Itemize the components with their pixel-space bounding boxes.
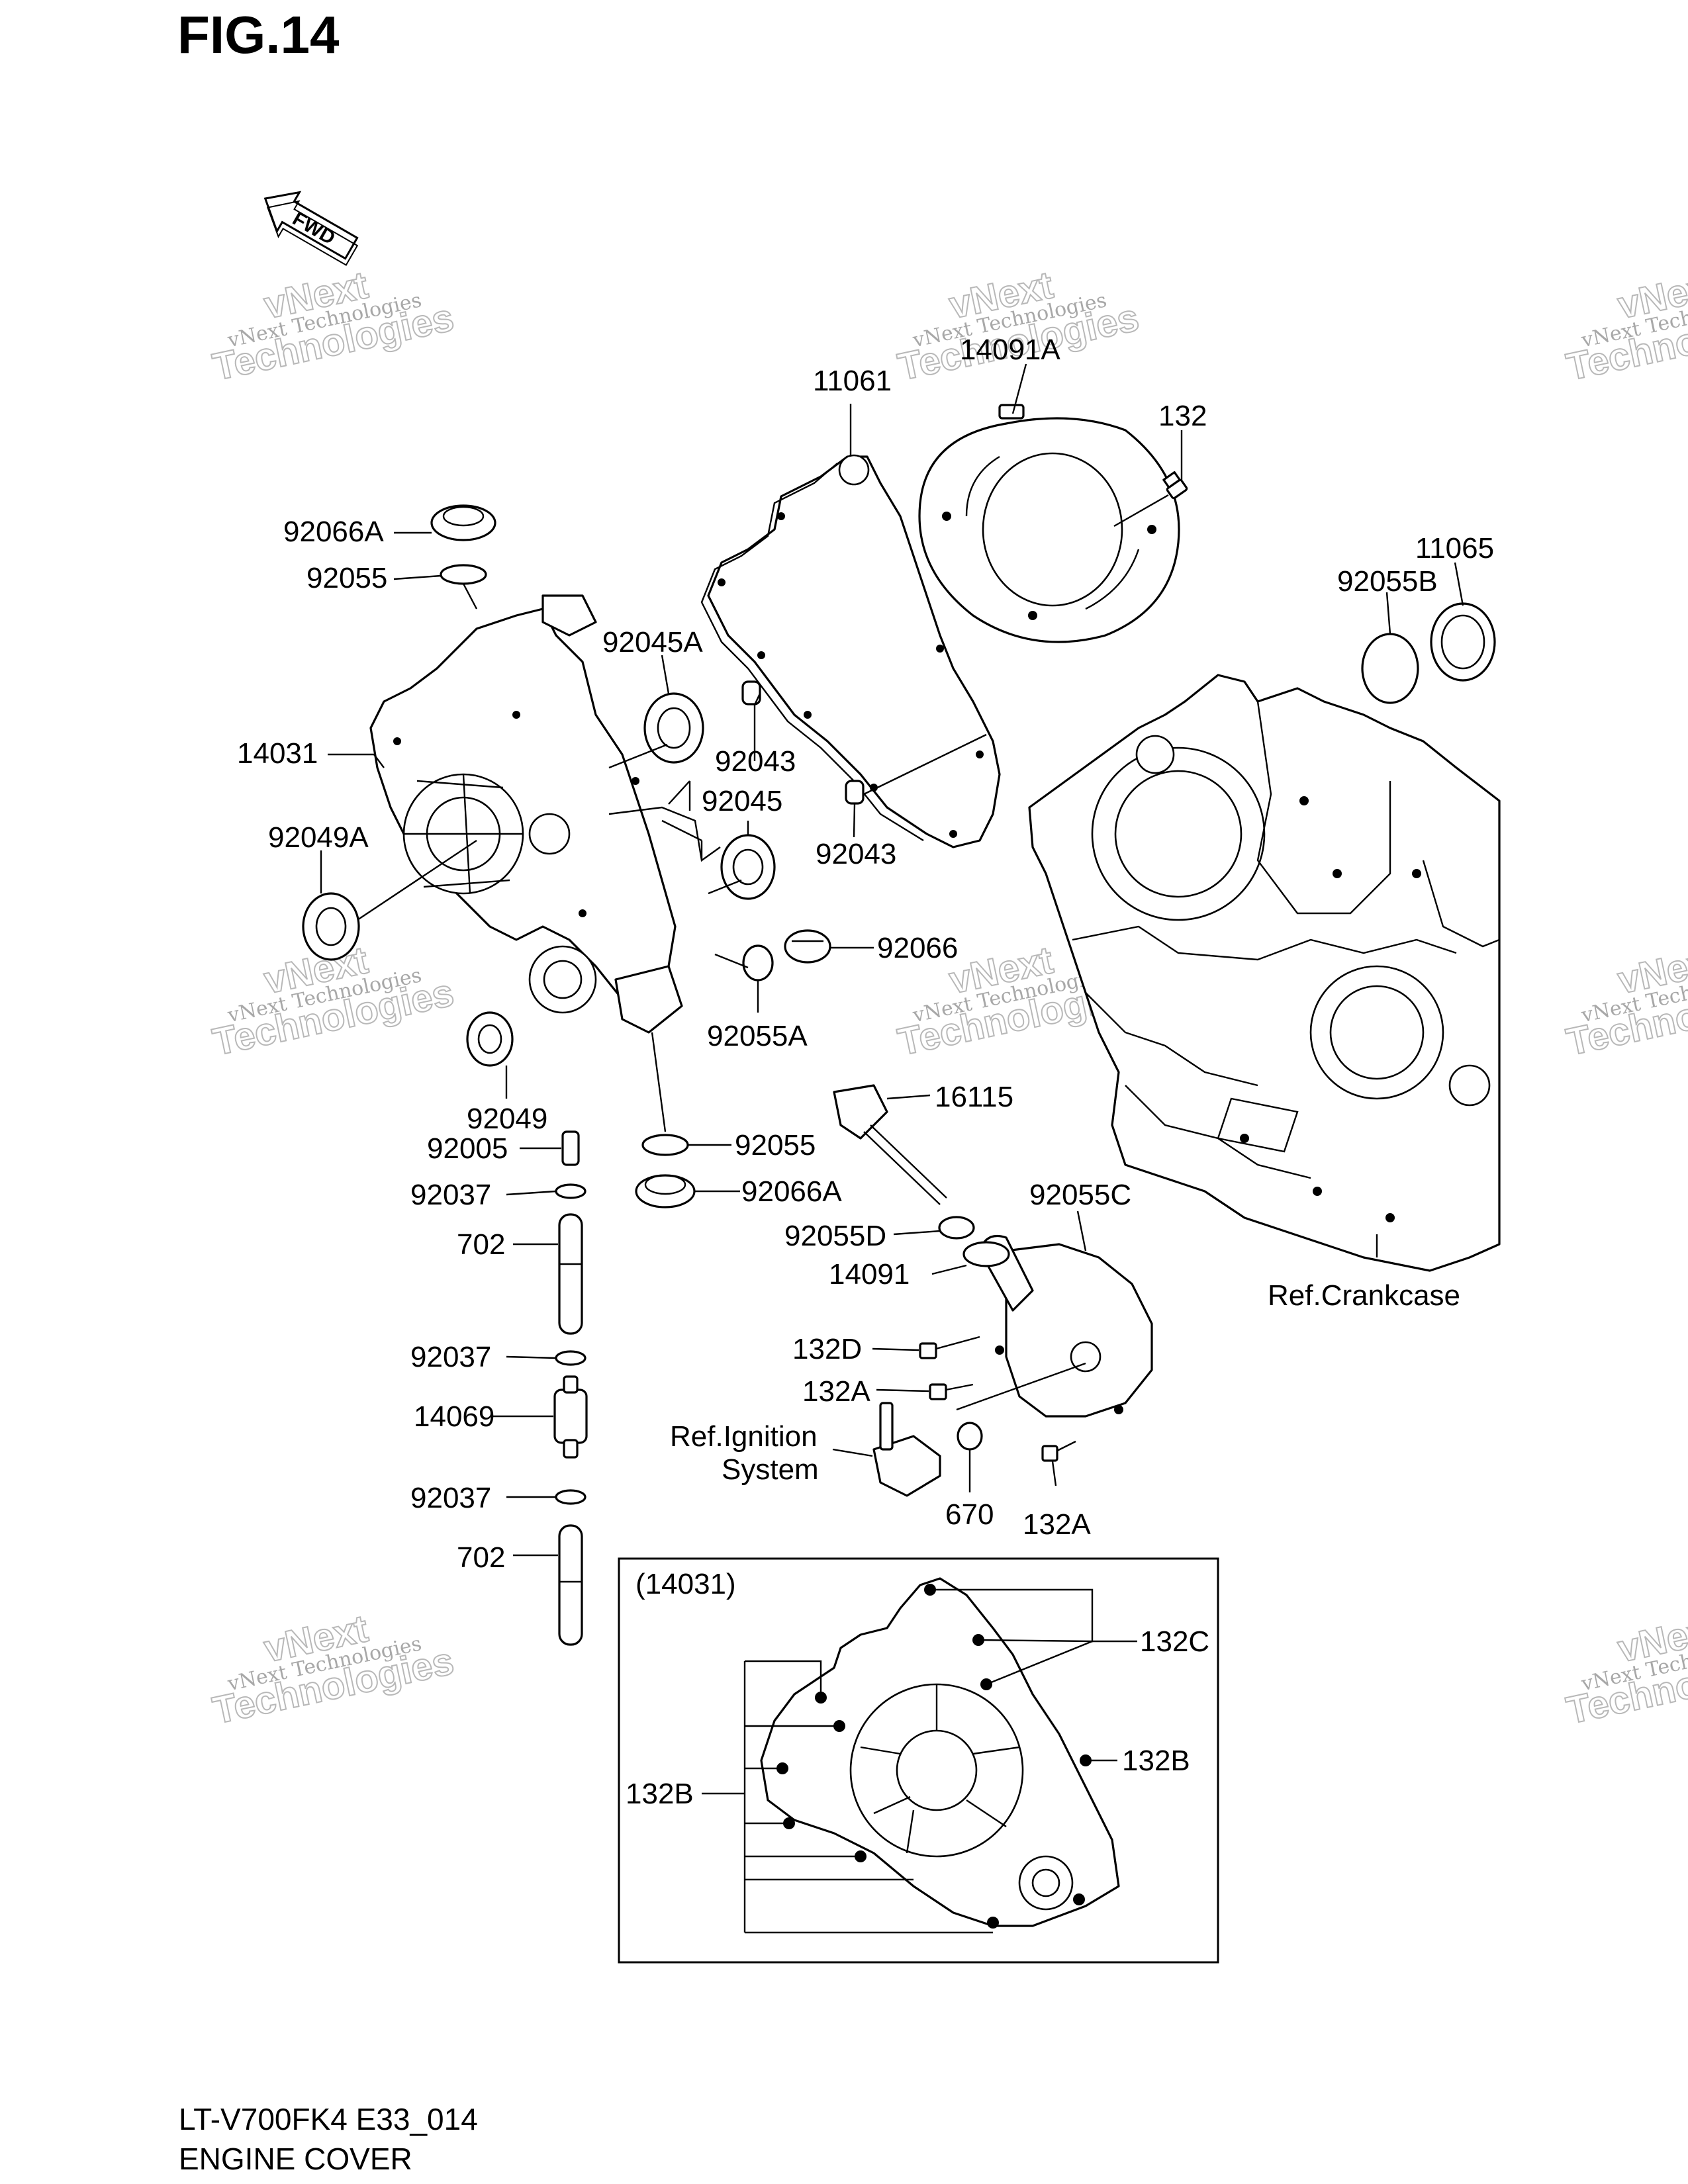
label-ref-crankcase: Ref.Crankcase: [1268, 1279, 1460, 1312]
label-132B-right: 132B: [1122, 1745, 1190, 1777]
label-132A-a: 132A: [802, 1375, 870, 1408]
label-14091: 14091: [829, 1258, 910, 1291]
crankcase-drawing: [1028, 674, 1501, 1272]
bolt-132A-b: [1041, 1440, 1076, 1462]
label-670: 670: [945, 1498, 994, 1531]
plug-92066: [784, 929, 831, 964]
o-ring-92055-top: [440, 564, 487, 585]
label-92049A: 92049A: [268, 821, 369, 854]
label-92066A-top: 92066A: [283, 516, 384, 548]
pipe-92005: [561, 1130, 580, 1166]
label-92055-top: 92055: [306, 562, 387, 594]
label-132D: 132D: [792, 1333, 862, 1365]
plug-92066A-top: [430, 504, 496, 541]
hose-702-b: [558, 1524, 583, 1646]
label-92049: 92049: [467, 1103, 547, 1135]
filter-14069: [553, 1375, 588, 1459]
bearing-92045A: [643, 692, 704, 764]
label-132C: 132C: [1140, 1625, 1209, 1658]
label-132B-left: 132B: [626, 1778, 694, 1810]
label-92043-a: 92043: [715, 745, 796, 778]
label-92043-b: 92043: [816, 838, 896, 870]
seal-92049A: [302, 892, 360, 961]
o-ring-92055A: [742, 944, 774, 981]
clamp-92037-c: [555, 1489, 586, 1505]
label-ref-ignition-line2: System: [722, 1453, 819, 1486]
label-92055B: 92055B: [1337, 565, 1438, 598]
footer-model: LT-V700FK4 E33_014: [179, 2102, 478, 2136]
label-14031: 14031: [237, 737, 318, 770]
label-132: 132: [1158, 400, 1207, 432]
label-92037-a: 92037: [410, 1179, 491, 1211]
label-14069: 14069: [414, 1400, 494, 1433]
o-ring-92055-mid: [641, 1134, 689, 1156]
label-702-a: 702: [457, 1228, 505, 1261]
label-92055A: 92055A: [707, 1020, 808, 1052]
label-14091A: 14091A: [960, 334, 1060, 366]
label-11065: 11065: [1415, 532, 1494, 565]
label-11061: 11061: [813, 365, 892, 397]
o-ring-670: [957, 1422, 983, 1451]
plug-92066A-mid: [635, 1174, 696, 1208]
inset-leader-lines: [702, 1588, 1137, 1934]
label-92045: 92045: [702, 785, 782, 817]
cover-right: [995, 1243, 1153, 1418]
label-92066: 92066: [877, 932, 958, 964]
label-92066A-mid: 92066A: [741, 1175, 842, 1208]
footer-name: ENGINE COVER: [179, 2142, 412, 2176]
label-92037-b: 92037: [410, 1341, 491, 1373]
label-92055D: 92055D: [784, 1220, 886, 1252]
dipstick-16115: [833, 1084, 947, 1205]
gasket-11061: [700, 454, 1001, 848]
bolt-132: [1162, 471, 1188, 500]
label-702-b: 702: [457, 1541, 505, 1574]
fwd-arrow-icon: FWD: [263, 191, 359, 266]
dowel-pin-92043-a: [741, 680, 761, 705]
figure-title: FIG.14: [177, 5, 340, 64]
label-92055C: 92055C: [1029, 1179, 1131, 1211]
label-92055-mid: 92055: [735, 1129, 816, 1161]
o-ring-92055B: [1361, 633, 1419, 704]
clamp-92037-a: [555, 1183, 586, 1199]
label-92037-c: 92037: [410, 1482, 491, 1514]
inset-14031: (14031): [618, 1557, 1219, 1964]
dowel-pin-92043-b: [845, 780, 865, 805]
seal-92049: [466, 1011, 514, 1067]
cap-11065: [1430, 602, 1496, 682]
bolt-132A-a: [929, 1383, 974, 1400]
bearing-92045: [720, 834, 776, 900]
label-92045A: 92045A: [602, 626, 703, 659]
label-132A-b: 132A: [1023, 1508, 1091, 1541]
o-ring-92055D: [938, 1216, 975, 1240]
label-92005: 92005: [427, 1132, 508, 1165]
engine-cover-14031: [369, 594, 683, 1034]
hose-702-a: [558, 1213, 583, 1335]
clamp-92037-b: [555, 1350, 586, 1366]
plate-14091A: [918, 404, 1180, 643]
ignition-sensor: [872, 1402, 941, 1497]
part-labels: 11061 14091A 132 11065 92055B 92066A 920…: [237, 334, 1494, 1574]
bolt-132D: [919, 1336, 980, 1359]
leader-lines: [320, 363, 1464, 1557]
inset-title: (14031): [635, 1568, 736, 1600]
label-ref-ignition-line1: Ref.Ignition: [670, 1420, 818, 1453]
label-16115: 16115: [935, 1081, 1013, 1113]
fitting-14091: [962, 1234, 1034, 1312]
